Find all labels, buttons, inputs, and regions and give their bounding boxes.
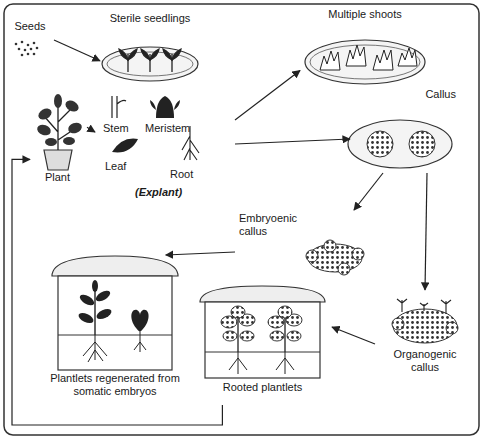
seeds-label: Seeds [8, 20, 54, 60]
node-label: Embryoenic callus [239, 212, 311, 238]
organogenic-callus-blob [392, 299, 458, 343]
node-label: Stem [103, 122, 129, 135]
node-label: Leaf [105, 160, 126, 173]
node-label: Callus [350, 88, 456, 101]
embryogenic-callus: Embryoenic callus [235, 210, 375, 280]
seedling-dish: Sterile seedlings [100, 12, 202, 87]
flow-arrow [235, 70, 300, 120]
flow-arrow [235, 139, 350, 144]
node-label: Rooted plantlets [195, 381, 330, 394]
outer-frame [4, 4, 479, 435]
culture-jar [52, 256, 178, 370]
node-label: Plant [30, 171, 85, 184]
flow-arrow [166, 252, 235, 255]
node-label: Seeds [8, 20, 52, 33]
flow-arrow [54, 40, 100, 61]
potted-plant [36, 94, 84, 170]
callus-dish [348, 120, 452, 168]
node-label: Root [170, 168, 193, 181]
organogenic-callus: Organogenic callus [375, 290, 475, 380]
seeds-dots [15, 41, 39, 57]
shoot-dish: Multiple shoots [300, 8, 432, 86]
shoot-dish [305, 40, 425, 84]
node-label: Multiple shoots [300, 8, 430, 21]
culture-jar [200, 286, 325, 378]
flow-arrow [425, 173, 427, 290]
culture-jar: Plantlets regenerated from somatic embry… [45, 255, 187, 415]
node-label: (Explant) [135, 186, 182, 199]
node-label: Plantlets regenerated from somatic embry… [45, 372, 185, 398]
flow-arrow [332, 327, 375, 344]
culture-jar: Rooted plantlets [195, 285, 332, 405]
flow-arrow [12, 159, 222, 425]
flow-arrow [354, 173, 383, 210]
flow-arrow [87, 127, 95, 132]
plant-pot: Plant [30, 95, 87, 187]
seedling-dish [102, 47, 198, 81]
explant-group: Stem MeristemLeafRoot (Explant) [95, 90, 235, 210]
embryogenic-callus-blob [306, 240, 364, 275]
node-label: Organogenic callus [383, 348, 467, 374]
node-label: Meristem [145, 122, 190, 135]
callus-dish: Callus [350, 88, 460, 173]
node-label: Sterile seedlings [100, 12, 200, 25]
